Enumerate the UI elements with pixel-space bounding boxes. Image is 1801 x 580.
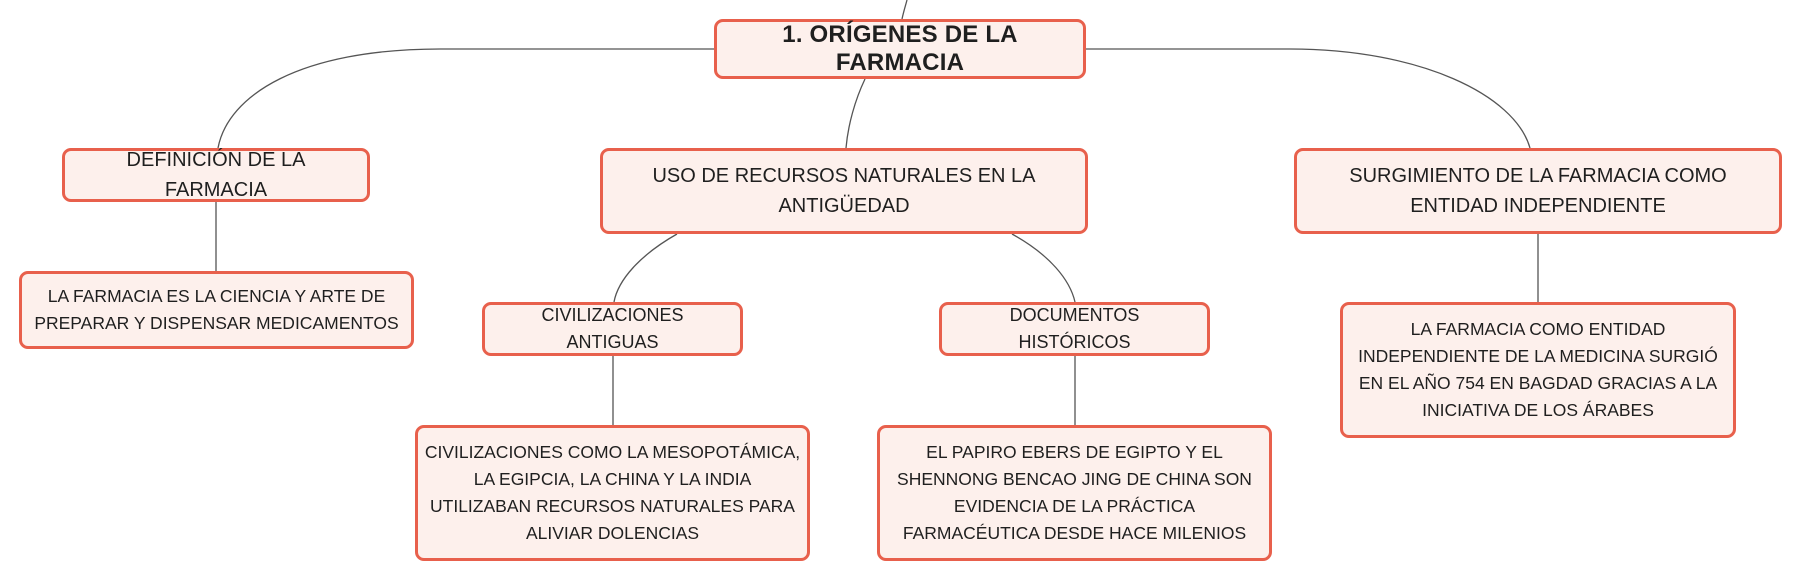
- subtopic-documentos-node[interactable]: DOCUMENTOS HISTÓRICOS: [939, 302, 1210, 356]
- root-topic-node[interactable]: 1. ORÍGENES DE LA FARMACIA: [714, 19, 1086, 79]
- connector-uso-documentos: [1011, 233, 1076, 303]
- connector-uso-civilizaciones: [613, 233, 678, 303]
- subtopic-documentos-detail-label: EL PAPIRO EBERS DE EGIPTO Y EL SHENNONG …: [897, 442, 1252, 543]
- topic-surgimiento-node[interactable]: SURGIMIENTO DE LA FARMACIA COMO ENTIDAD …: [1294, 148, 1782, 234]
- topic-definicion-node[interactable]: DEFINICIÓN DE LA FARMACIA: [62, 148, 370, 202]
- topic-surgimiento-label: SURGIMIENTO DE LA FARMACIA COMO ENTIDAD …: [1349, 165, 1727, 217]
- subtopic-definicion-detail-node[interactable]: LA FARMACIA ES LA CIENCIA Y ARTE DE PREP…: [19, 271, 414, 349]
- connector-root-uso: [845, 78, 866, 149]
- topic-definicion-label: DEFINICIÓN DE LA FARMACIA: [126, 149, 306, 201]
- topic-uso-recursos-node[interactable]: USO DE RECURSOS NATURALES EN LA ANTIGÜED…: [600, 148, 1088, 234]
- connector-root-parent: [901, 0, 908, 20]
- topic-uso-recursos-label: USO DE RECURSOS NATURALES EN LA ANTIGÜED…: [652, 165, 1036, 217]
- subtopic-definicion-detail-label: LA FARMACIA ES LA CIENCIA Y ARTE DE PREP…: [34, 286, 399, 333]
- root-topic-label: 1. ORÍGENES DE LA FARMACIA: [782, 21, 1018, 76]
- subtopic-documentos-label: DOCUMENTOS HISTÓRICOS: [1009, 305, 1140, 352]
- connector-root-definicion: [217, 48, 714, 149]
- subtopic-civilizaciones-label: CIVILIZACIONES ANTIGUAS: [541, 305, 684, 352]
- subtopic-civilizaciones-detail-node[interactable]: CIVILIZACIONES COMO LA MESOPOTÁMICA, LA …: [415, 425, 810, 561]
- connector-root-surgimiento: [1086, 48, 1531, 149]
- subtopic-surgimiento-detail-label: LA FARMACIA COMO ENTIDAD INDEPENDIENTE D…: [1358, 319, 1718, 420]
- subtopic-surgimiento-detail-node[interactable]: LA FARMACIA COMO ENTIDAD INDEPENDIENTE D…: [1340, 302, 1736, 438]
- subtopic-civilizaciones-node[interactable]: CIVILIZACIONES ANTIGUAS: [482, 302, 743, 356]
- subtopic-civilizaciones-detail-label: CIVILIZACIONES COMO LA MESOPOTÁMICA, LA …: [424, 442, 801, 543]
- subtopic-documentos-detail-node[interactable]: EL PAPIRO EBERS DE EGIPTO Y EL SHENNONG …: [877, 425, 1272, 561]
